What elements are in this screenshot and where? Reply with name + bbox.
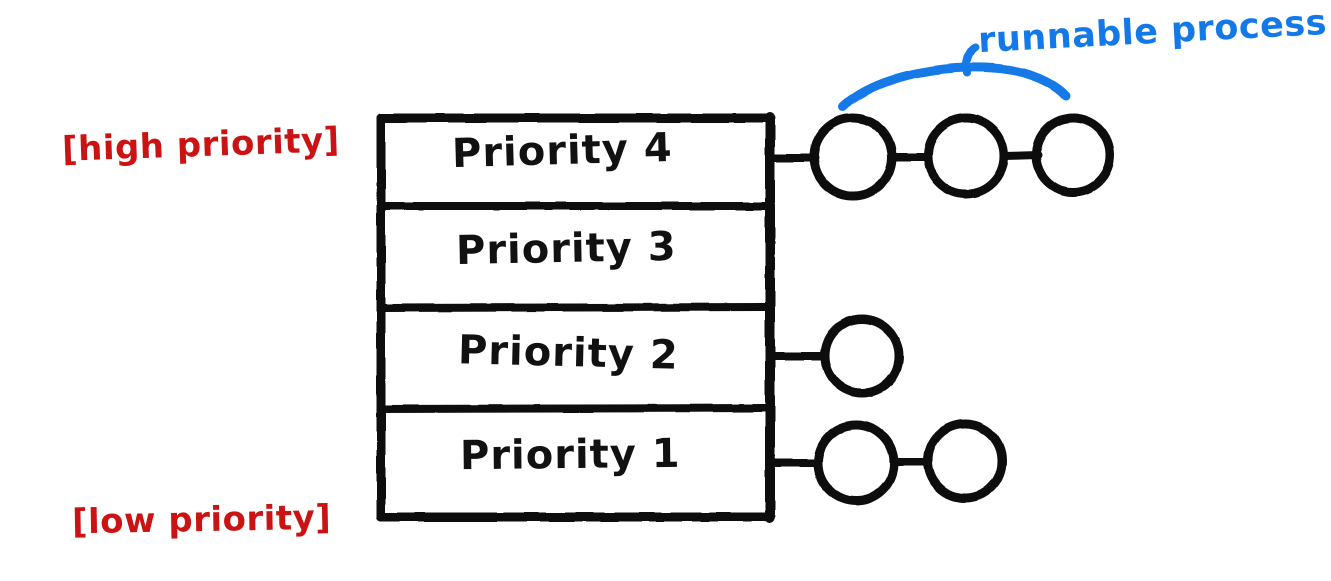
runnable-process-leader-tick <box>962 43 979 77</box>
queue-chain-priority-1 <box>768 419 1007 506</box>
queue-row-label-priority-1: Priority 1 <box>459 430 681 480</box>
queue-row-dividers <box>377 202 774 413</box>
low-priority-label: [low priority] <box>71 497 332 543</box>
process-circle <box>820 314 904 398</box>
runnable-process-brace-arc <box>838 62 1071 112</box>
queue-chain-priority-2 <box>768 314 904 398</box>
process-circle <box>1031 113 1115 197</box>
process-circle <box>923 419 1007 503</box>
queue-row-label-priority-3: Priority 3 <box>455 223 678 275</box>
queue-chain-priority-4 <box>768 113 1115 201</box>
queue-row-label-priority-2: Priority 2 <box>457 327 680 379</box>
queue-table-outline <box>376 112 776 523</box>
queue-row-label-priority-4: Priority 4 <box>451 124 674 178</box>
